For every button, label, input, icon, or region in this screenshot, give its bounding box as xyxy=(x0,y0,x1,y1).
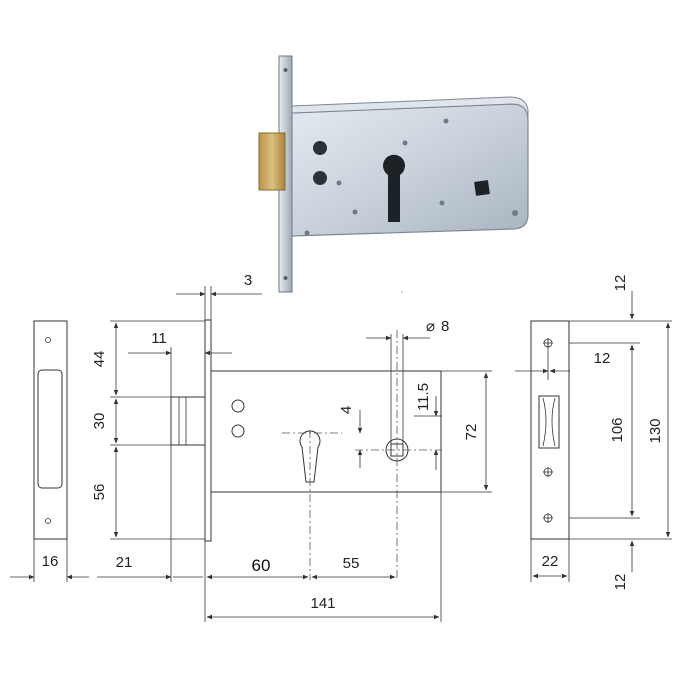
dim-spindle-square: 8 xyxy=(441,318,449,335)
side-case xyxy=(210,370,442,493)
strike-latch-opening xyxy=(538,395,560,449)
dim-top-hole-offset: 12 xyxy=(612,275,629,292)
lock-side-view: 3 11 44 30 56 21 60 55 141 xyxy=(91,272,492,622)
dim-backset: 60 xyxy=(252,556,271,575)
dim-backset-offset: 21 xyxy=(116,554,133,571)
dim-bottom-hole-offset: 12 xyxy=(612,574,629,591)
photo-spindle-square xyxy=(474,180,490,196)
side-case-hole xyxy=(231,424,245,438)
side-case-hole xyxy=(231,399,245,413)
strike-plate-outline xyxy=(530,320,570,540)
dim-latch-projection: 11 xyxy=(151,330,167,347)
dim-strike-hole-inset: 12 xyxy=(594,350,611,367)
dim-faceplate-width: 16 xyxy=(42,553,59,570)
decorative-dot xyxy=(401,291,403,293)
photo-cylinder-cutout xyxy=(383,154,406,222)
strike-screw-hole xyxy=(543,513,553,523)
side-latch-bolt xyxy=(170,396,206,446)
dim-spindle-diameter-symbol: ⌀ xyxy=(426,318,435,335)
dim-case-length: 141 xyxy=(310,595,335,612)
dim-latch-to-bottom: 56 xyxy=(91,484,108,501)
faceplate-outline xyxy=(33,320,68,540)
dim-plate-length: 130 xyxy=(647,418,664,443)
strike-plate-view: 12 106 12 130 12 22 xyxy=(515,275,672,591)
strike-screw-hole xyxy=(543,467,553,477)
dim-top-to-latch: 44 xyxy=(91,351,108,368)
photo-latch-bolt xyxy=(258,132,286,191)
faceplate-front-view: 16 xyxy=(10,320,89,582)
dim-spindle-offset: 11.5 xyxy=(415,383,432,411)
lock-product-image xyxy=(258,55,529,293)
photo-case xyxy=(291,103,529,237)
side-cylinder-profile xyxy=(299,430,321,483)
photo-case-hole xyxy=(313,171,327,185)
dim-strike-width: 22 xyxy=(542,553,559,570)
dim-cylinder-to-spindle: 55 xyxy=(343,555,360,572)
dim-case-height: 72 xyxy=(463,424,480,441)
dim-faceplate-thickness: 3 xyxy=(244,272,252,289)
dim-hole-spacing: 106 xyxy=(609,417,626,442)
faceplate-latch-slot xyxy=(37,369,63,489)
photo-case-hole xyxy=(313,141,327,155)
dim-latch-height: 30 xyxy=(91,413,108,430)
dim-cylinder-key-offset: 4 xyxy=(338,406,355,414)
